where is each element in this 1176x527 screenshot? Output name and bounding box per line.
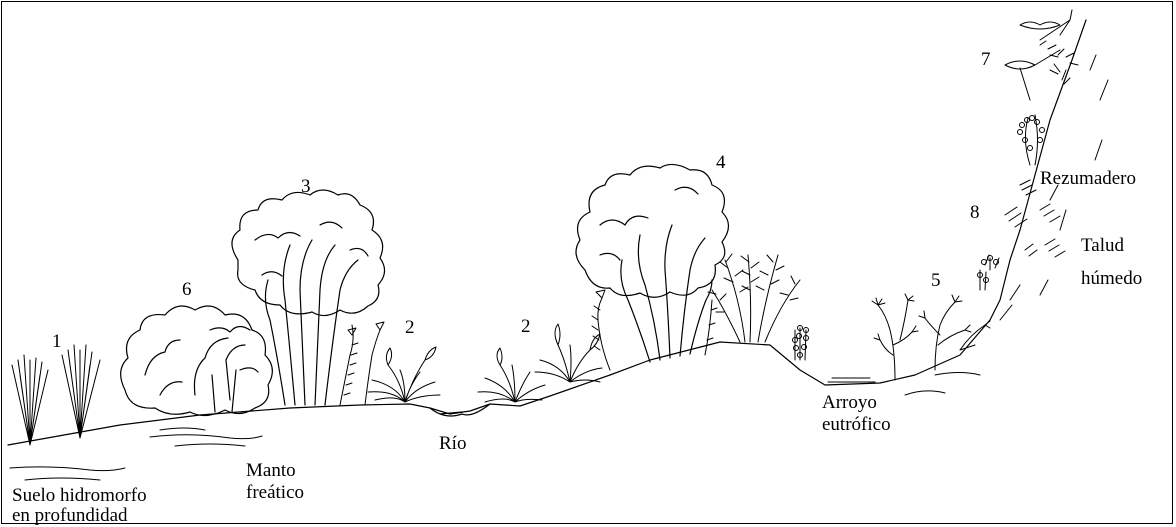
willow-shrub <box>708 254 800 342</box>
label-arroyo-line1: Arroyo <box>822 392 877 414</box>
climbing-plant-4 <box>592 290 717 370</box>
shrub-6 <box>121 306 273 416</box>
label-rio: Río <box>439 433 466 455</box>
label-suelo-line2: en profundidad <box>12 505 128 527</box>
label-number-3: 3 <box>301 176 311 198</box>
label-number-6: 6 <box>182 279 192 301</box>
sedge-2b <box>478 324 602 402</box>
arroyo-water <box>828 378 875 382</box>
label-suelo-line1: Suelo hidromorfo <box>12 485 147 507</box>
climbing-plant-3 <box>340 322 384 405</box>
sedge-2a <box>368 347 440 402</box>
rush-plant-group <box>12 345 100 445</box>
label-talud-line1: Talud <box>1081 235 1124 257</box>
umbellifer-7 <box>1005 10 1078 100</box>
label-number-4: 4 <box>716 152 726 174</box>
tree-4 <box>576 164 729 362</box>
label-manto-line1: Manto <box>246 460 296 482</box>
label-number-1: 1 <box>52 331 62 353</box>
label-number-5: 5 <box>931 270 941 292</box>
slope-hatching <box>905 55 1108 395</box>
label-rezumadero: Rezumadero <box>1040 168 1136 190</box>
label-arroyo-line2: eutrófico <box>822 414 891 436</box>
river-bed <box>430 404 490 416</box>
umbellifer-5 <box>872 294 990 380</box>
label-number-2-bank: 2 <box>521 316 531 338</box>
tree-3 <box>232 190 385 405</box>
label-manto-line2: freático <box>246 482 304 504</box>
fern-clusters <box>978 115 1066 290</box>
ground-profile-line <box>8 20 1086 445</box>
label-number-2-river: 2 <box>405 317 415 339</box>
label-number-8: 8 <box>970 202 980 224</box>
label-talud-line2: húmedo <box>1081 268 1142 290</box>
water-table-lines <box>10 428 262 480</box>
label-number-7: 7 <box>981 49 991 71</box>
flowering-plant-arroyo <box>793 326 809 361</box>
